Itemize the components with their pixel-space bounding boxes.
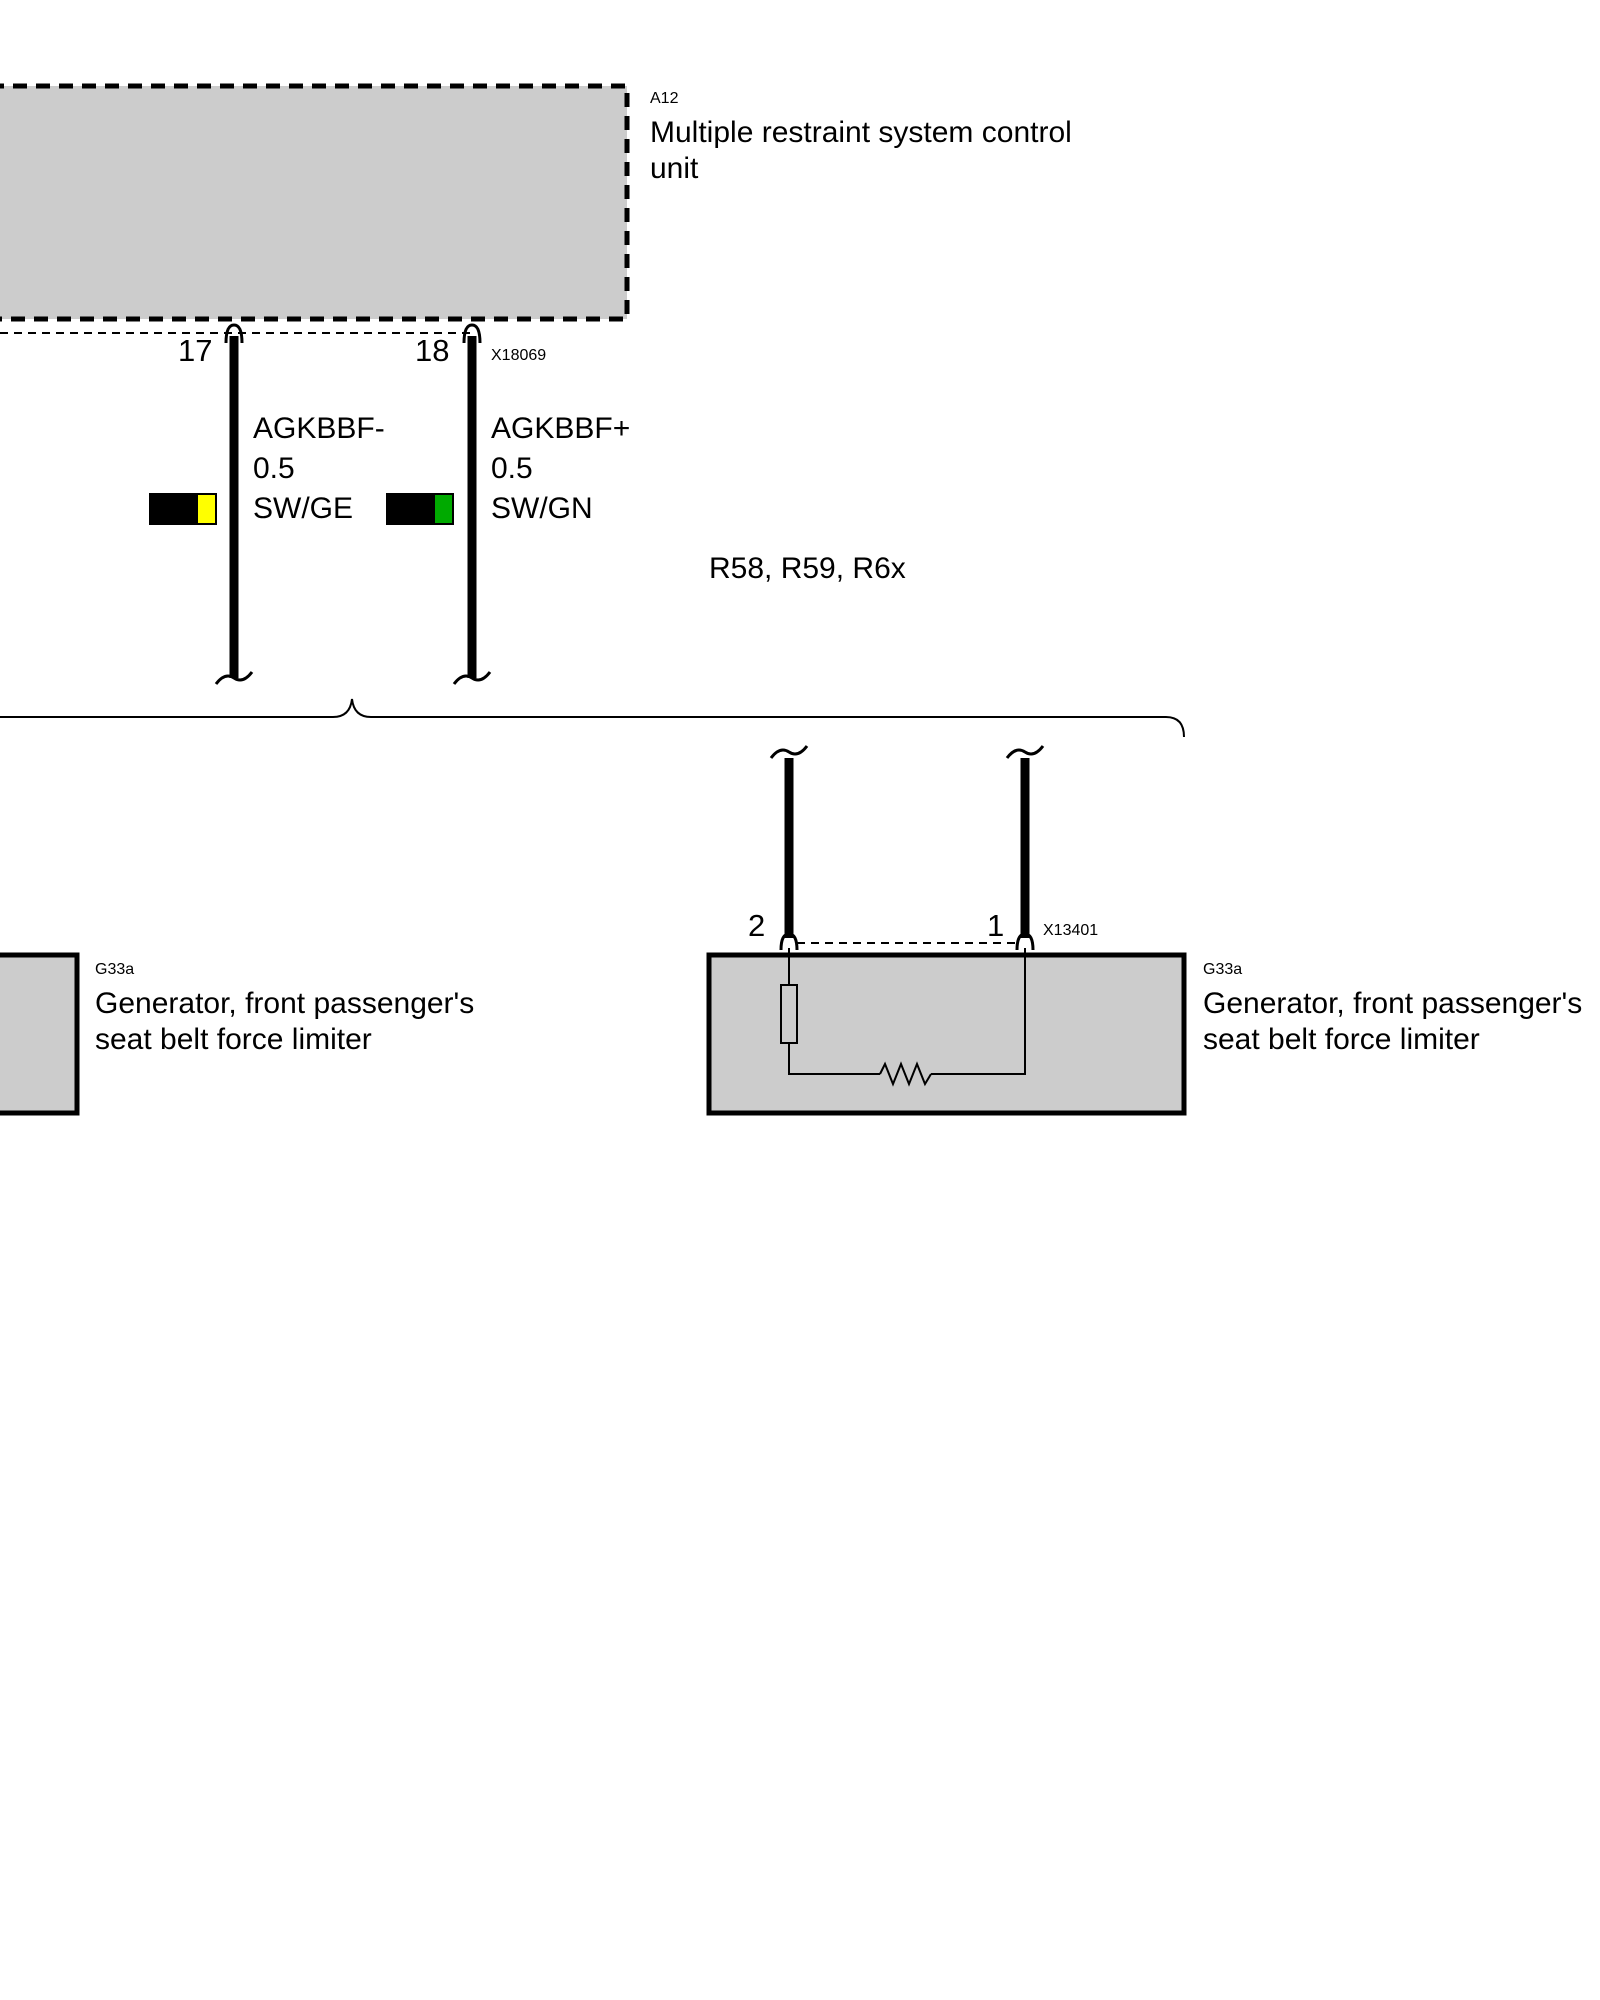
connector-x18069: 17 18 X18069 (0, 323, 546, 368)
control-unit-name-line2: unit (650, 152, 699, 185)
connector-pin1-hook (1015, 932, 1035, 951)
wire-17-color-swatch (149, 493, 217, 525)
generator-right: 2 1 X13401 G33a Generator, front passeng… (706, 908, 1582, 1116)
generator-right-name-line2: seat belt force limiter (1203, 1023, 1480, 1056)
generator-left: G33a Generator, front passenger's seat b… (0, 952, 474, 1116)
control-unit-box (0, 86, 627, 319)
generator-pin2-label: 2 (748, 908, 765, 943)
control-unit-ref: A12 (650, 90, 679, 107)
wire-17-gauge: 0.5 (253, 452, 295, 485)
wire-18-color-swatch (386, 493, 454, 525)
generator-wire-pin2-break (769, 745, 809, 759)
connector-x18069-label: X18069 (491, 347, 546, 364)
pin-18-label: 18 (415, 333, 449, 368)
wire-17-signal: AGKBBF- (253, 412, 385, 445)
wire-17-break-symbol (214, 671, 254, 685)
generator-internal-circuit (780, 948, 1026, 1087)
wire-18-break-symbol (452, 671, 492, 685)
generator-right-ref: G33a (1203, 961, 1242, 978)
control-unit-border (0, 83, 630, 322)
wire-18-signal: AGKBBF+ (491, 412, 630, 445)
generator-left-name-line2: seat belt force limiter (95, 1023, 372, 1056)
wire-18-color-code: SW/GN (491, 492, 593, 525)
generator-wire-pin1-break (1005, 745, 1045, 759)
connector-x13401-label: X13401 (1043, 922, 1098, 939)
generator-right-wires (769, 745, 1045, 938)
wire-18: AGKBBF+ 0.5 SW/GN (386, 336, 630, 685)
wire-17: AGKBBF- 0.5 SW/GE (149, 336, 385, 685)
connector-pin18-hook (462, 323, 482, 344)
variant-label: R58, R59, R6x (709, 552, 906, 585)
generator-right-name-line1: Generator, front passenger's (1203, 987, 1582, 1020)
connector-pin2-hook (779, 932, 799, 951)
resistor-icon (879, 1061, 932, 1087)
variant-brace (0, 698, 1185, 738)
pin-17-label: 17 (178, 333, 212, 368)
wire-17-color-code: SW/GE (253, 492, 353, 525)
generator-left-box (0, 952, 80, 1116)
connector-pin17-hook (224, 323, 244, 344)
generator-left-ref: G33a (95, 961, 134, 978)
generator-left-name-line1: Generator, front passenger's (95, 987, 474, 1020)
wire-18-gauge: 0.5 (491, 452, 533, 485)
control-unit-name-line1: Multiple restraint system control (650, 116, 1072, 149)
control-unit-a12: A12 Multiple restraint system control un… (0, 83, 1072, 322)
generator-pin1-label: 1 (987, 908, 1004, 943)
